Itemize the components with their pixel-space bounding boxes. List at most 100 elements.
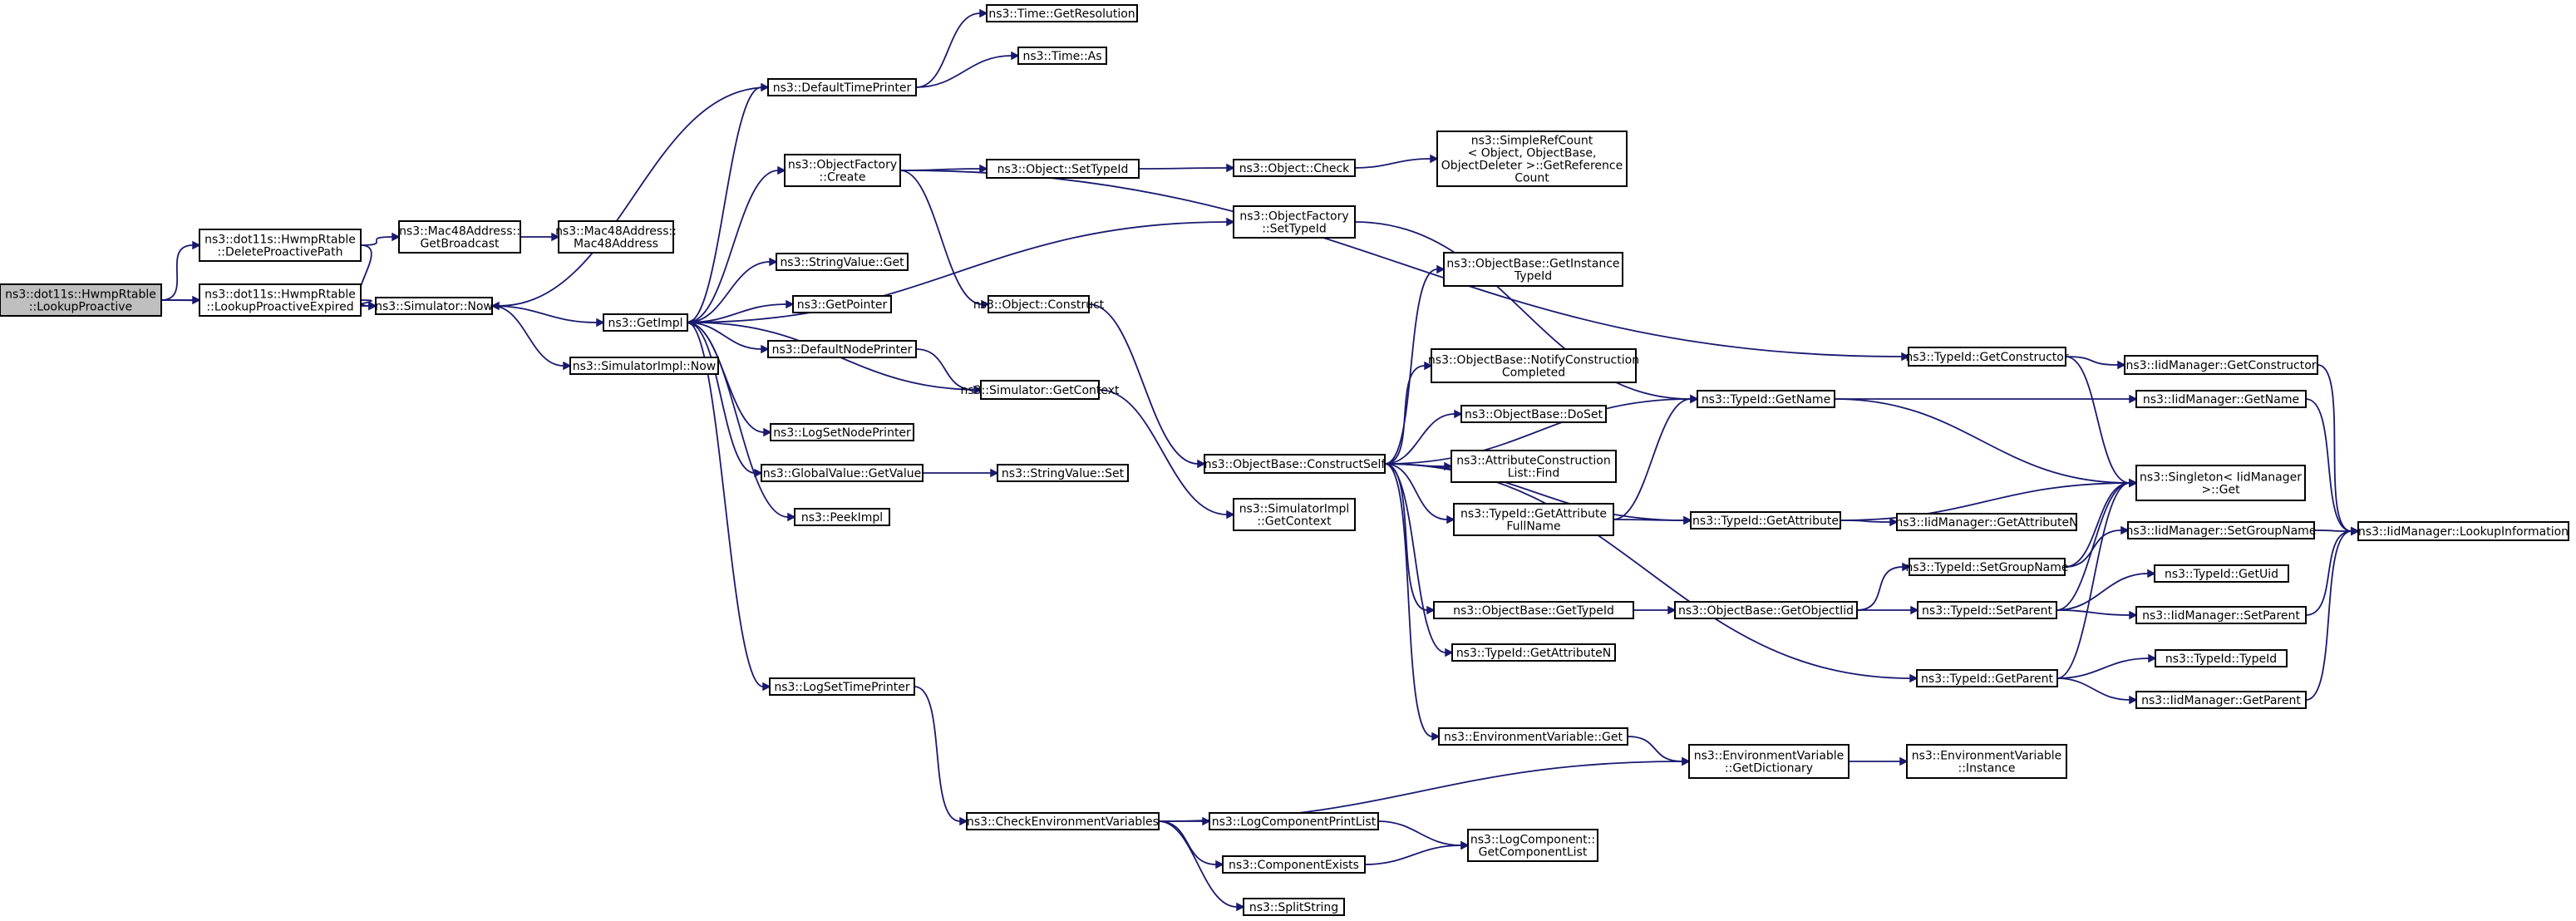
node-box (2154, 564, 2289, 583)
node-time-get-resolution[interactable]: ns3::Time::GetResolution (986, 4, 1138, 22)
node-label: ObjectDeleter >::GetReference (1441, 160, 1623, 173)
node-log-set-time-printer[interactable]: ns3::LogSetTimePrinter (769, 677, 915, 696)
node-type-id-get-attribute[interactable]: ns3::TypeId::GetAttribute (1690, 511, 1841, 529)
call-edge-log_component_print_list-to-log_component_get_component_list (1377, 820, 1462, 846)
node-environment-variable-instance[interactable]: ns3::EnvironmentVariable::Instance (1906, 744, 2067, 779)
node-label: ns3::TypeId::GetUid (2165, 568, 2278, 581)
node-type-id-get-attribute-n[interactable]: ns3::TypeId::GetAttributeN (1451, 643, 1616, 662)
node-type-id-get-constructor[interactable]: ns3::TypeId::GetConstructor (1905, 347, 2069, 367)
node-log-component-get-component-list[interactable]: ns3::LogComponent::GetComponentList (1467, 829, 1598, 862)
node-environment-variable-get-dictionary[interactable]: ns3::EnvironmentVariable::GetDictionary (1688, 744, 1849, 779)
node-global-value-get-value[interactable]: ns3::GlobalValue::GetValue (761, 464, 924, 482)
node-peek-impl[interactable]: ns3::PeekImpl (794, 508, 890, 526)
node-iid-manager-lookup-information[interactable]: ns3::IidManager::LookupInformation (2357, 521, 2569, 541)
arrow-head-icon (1454, 409, 1463, 419)
node-lookup-proactive[interactable]: ns3::dot11s::HwmpRtable::LookupProactive (0, 283, 162, 317)
arrow-head-icon (2129, 695, 2138, 705)
arrow-head-icon (596, 318, 605, 328)
node-label: >::Get (2201, 484, 2240, 497)
node-type-id-set-parent[interactable]: ns3::TypeId::SetParent (1917, 601, 2057, 619)
node-box (1233, 159, 1356, 177)
node-get-impl[interactable]: ns3::GetImpl (603, 313, 688, 332)
node-object-base-do-set[interactable]: ns3::ObjectBase::DoSet (1460, 405, 1607, 423)
call-edge-object_base_construct_self-to-type_id_get_attribute_n (1384, 463, 1446, 653)
node-label: ns3::IidManager::GetParent (2141, 694, 2301, 707)
arrow-head-icon (769, 257, 778, 267)
node-object-construct[interactable]: ns3::Object::Construct (973, 295, 1105, 313)
node-log-component-print-list[interactable]: ns3::LogComponentPrintList (1209, 812, 1379, 830)
node-mac48-get-broadcast[interactable]: ns3::Mac48Address::GetBroadcast (398, 220, 521, 254)
node-box (792, 295, 892, 313)
node-object-base-get-object-iid[interactable]: ns3::ObjectBase::GetObjectIid (1674, 601, 1858, 619)
node-object-base-construct-self[interactable]: ns3::ObjectBase::ConstructSelf (1204, 454, 1387, 474)
node-lookup-proactive-expired[interactable]: ns3::dot11s::HwmpRtable::LookupProactive… (199, 283, 362, 317)
node-log-set-node-printer[interactable]: ns3::LogSetNodePrinter (770, 423, 914, 441)
node-mac48-ctor[interactable]: ns3::Mac48Address::Mac48Address (555, 220, 677, 254)
node-label: ns3::Mac48Address:: (555, 225, 677, 239)
arrow-head-icon (959, 816, 968, 826)
arrow-head-icon (990, 468, 999, 478)
node-delete-proactive-path[interactable]: ns3::dot11s::HwmpRtable::DeleteProactive… (199, 229, 362, 262)
node-iid-manager-get-name[interactable]: ns3::IidManager::GetName (2135, 390, 2307, 408)
node-simulator-now[interactable]: ns3::Simulator::Now (375, 297, 493, 315)
call-edge-type_id_set_parent-to-singleton_iid_manager_get (2056, 482, 2130, 611)
node-string-value-get[interactable]: ns3::StringValue::Get (776, 253, 909, 271)
arrow-head-icon (1011, 51, 1020, 61)
node-simple-ref-count[interactable]: ns3::SimpleRefCount< Object, ObjectBase,… (1436, 131, 1628, 187)
node-object-factory-set-type-id[interactable]: ns3::ObjectFactory::SetTypeId (1233, 205, 1356, 239)
node-get-pointer[interactable]: ns3::GetPointer (792, 295, 892, 313)
node-default-node-printer[interactable]: ns3::DefaultNodePrinter (767, 340, 917, 358)
node-split-string[interactable]: ns3::SplitString (1243, 898, 1345, 916)
arrow-head-icon (1226, 217, 1235, 227)
call-edge-object_base_construct_self-to-object_base_notify_construction_completed (1384, 365, 1426, 465)
node-box (2135, 606, 2307, 624)
node-box (988, 295, 1090, 313)
call-edge-type_id_get_name-to-singleton_iid_manager_get (1834, 398, 2130, 484)
node-label: ::DeleteProactivePath (218, 246, 343, 259)
node-iid-manager-set-parent[interactable]: ns3::IidManager::SetParent (2135, 606, 2307, 624)
node-object-factory-create[interactable]: ns3::ObjectFactory::Create (784, 154, 901, 187)
node-string-value-set[interactable]: ns3::StringValue::Set (997, 464, 1129, 482)
node-simulator-get-context[interactable]: ns3::Simulator::GetContext (960, 380, 1120, 400)
arrow-head-icon (761, 344, 770, 354)
arrow-head-icon (2129, 478, 2138, 488)
node-check-environment-variables[interactable]: ns3::CheckEnvironmentVariables (966, 812, 1160, 830)
node-iid-manager-get-parent[interactable]: ns3::IidManager::GetParent (2135, 691, 2307, 709)
node-component-exists[interactable]: ns3::ComponentExists (1222, 855, 1366, 874)
node-type-id-set-group-name[interactable]: ns3::TypeId::SetGroupName (1905, 558, 2069, 576)
node-label: ns3::dot11s::HwmpRtable (204, 234, 356, 247)
node-label: ns3::TypeId::GetConstructor (1905, 351, 2068, 364)
node-box (1233, 205, 1356, 239)
node-type-id-get-uid[interactable]: ns3::TypeId::GetUid (2154, 564, 2289, 583)
node-object-base-get-type-id[interactable]: ns3::ObjectBase::GetTypeId (1433, 601, 1634, 619)
node-label: ns3::CheckEnvironmentVariables (967, 815, 1159, 829)
node-time-as[interactable]: ns3::Time::As (1017, 47, 1107, 65)
node-label: ::LookupProactiveExpired (206, 301, 353, 314)
call-edge-object_base_construct_self-to-type_id_get_name (1384, 398, 1692, 465)
node-singleton-iid-manager-get[interactable]: ns3::Singleton< IidManager >::Get (2135, 465, 2306, 501)
node-default-time-printer[interactable]: ns3::DefaultTimePrinter (767, 78, 917, 96)
node-type-id-get-parent[interactable]: ns3::TypeId::GetParent (1916, 669, 2058, 687)
node-type-id-get-name[interactable]: ns3::TypeId::GetName (1697, 390, 1835, 408)
node-iid-manager-set-group-name[interactable]: ns3::IidManager::SetGroupName (2126, 521, 2317, 539)
node-label: ns3::IidManager::GetConstructor (2125, 359, 2316, 372)
node-simulator-impl-get-context[interactable]: ns3::SimulatorImpl::GetContext (1233, 498, 1356, 531)
node-type-id-type-id[interactable]: ns3::TypeId::TypeId (2155, 649, 2288, 667)
node-iid-manager-get-constructor[interactable]: ns3::IidManager::GetConstructor (2124, 355, 2318, 375)
node-label: ::SetTypeId (1262, 223, 1327, 236)
arrow-head-icon (2120, 525, 2130, 535)
node-object-set-type-id[interactable]: ns3::Object::SetTypeId (986, 159, 1140, 179)
node-object-check[interactable]: ns3::Object::Check (1233, 159, 1356, 177)
node-box (997, 464, 1129, 482)
node-label: ns3::PeekImpl (801, 511, 883, 525)
node-label: ns3::ObjectBase::ConstructSelf (1204, 458, 1387, 471)
call-edge-iid_manager_get_parent-to-iid_manager_lookup_information (2305, 530, 2352, 701)
node-simulator-impl-now[interactable]: ns3::SimulatorImpl::Now (569, 357, 719, 375)
node-object-base-notify-construction-completed[interactable]: ns3::ObjectBase::NotifyConstructionCompl… (1428, 348, 1639, 383)
call-edge-default_time_printer-to-time_get_resolution (915, 12, 981, 88)
node-iid-manager-get-attribute-n[interactable]: ns3::IidManager::GetAttributeN (1895, 513, 2078, 531)
node-environment-variable-get[interactable]: ns3::EnvironmentVariable::Get (1438, 727, 1628, 746)
